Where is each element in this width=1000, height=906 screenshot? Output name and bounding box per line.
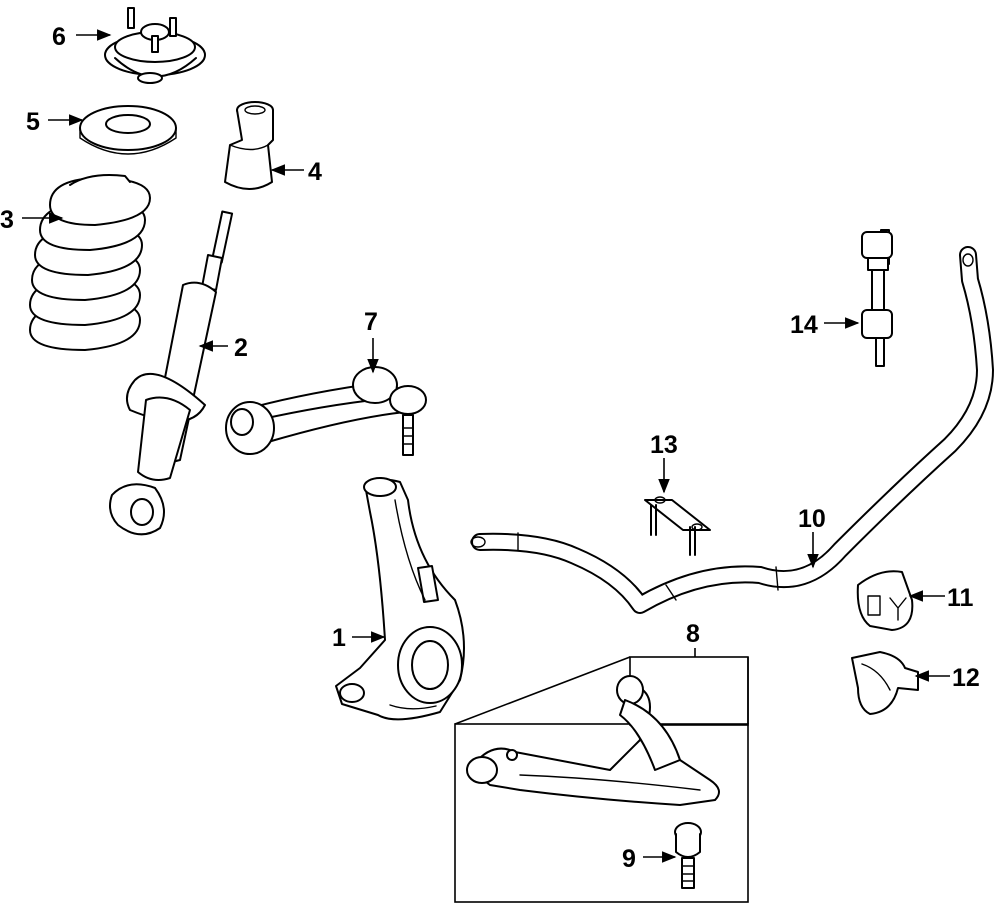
clamp-plate	[644, 496, 711, 556]
callout-13: 13	[650, 431, 678, 459]
callout-5: 5	[26, 108, 40, 136]
steering-knuckle	[335, 477, 465, 721]
callout-10: 10	[798, 505, 826, 533]
callout-8: 8	[686, 620, 700, 648]
callout-1: 1	[332, 624, 346, 652]
stabilizer-bushing	[856, 570, 914, 631]
callout-3: 3	[0, 206, 14, 234]
callout-11: 11	[947, 584, 974, 612]
bump-stop	[224, 101, 274, 190]
coil-spring	[29, 174, 151, 351]
callout-7: 7	[364, 308, 378, 336]
bushing-bracket	[851, 651, 919, 715]
ball-joint	[674, 822, 702, 889]
stabilizer-bar	[470, 246, 994, 614]
callout-2: 2	[234, 334, 248, 362]
callout-9: 9	[622, 845, 636, 873]
strut-assembly	[109, 210, 234, 536]
lower-control-arm	[466, 675, 720, 806]
stabilizer-link	[861, 229, 893, 367]
callout-6: 6	[52, 23, 66, 51]
spring-insulator	[79, 105, 177, 155]
callout-14: 14	[790, 311, 818, 339]
lower-arm-kit-box	[454, 723, 749, 903]
upper-spring-mount	[104, 7, 206, 84]
callout-12: 12	[952, 664, 980, 692]
callouts: 1 2 3 4 5 6 7 8 9 10 11 12 13 14	[0, 23, 980, 873]
leader-lines	[22, 29, 950, 863]
upper-control-arm	[225, 366, 427, 456]
callout-4: 4	[308, 158, 322, 186]
